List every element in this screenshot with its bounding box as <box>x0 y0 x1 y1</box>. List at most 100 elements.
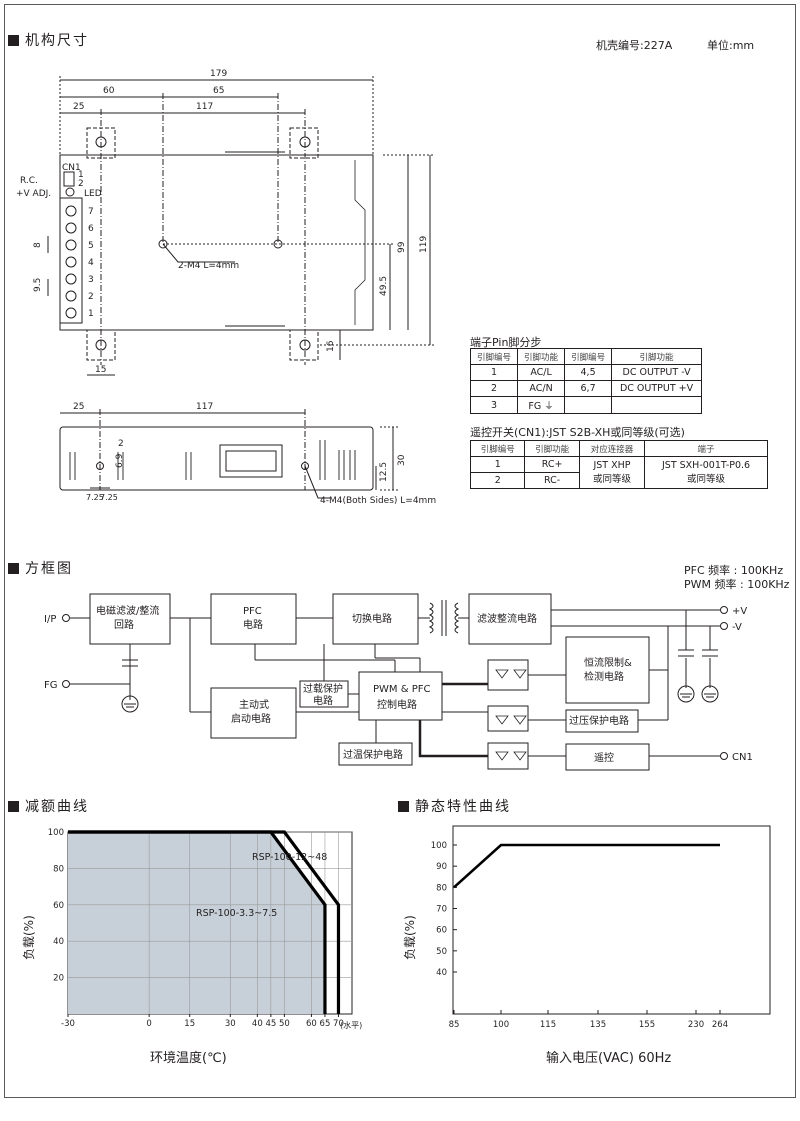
pfc-block <box>210 593 297 645</box>
derating-x-unit: (水平) <box>340 1020 362 1030</box>
rc-table-caption: 遥控开关(CN1):JST S2B-XH或同等级(可选) <box>470 426 685 439</box>
section-title-static: 静态特性曲线 <box>398 796 511 816</box>
section-title-text: 机构尺寸 <box>25 33 89 49</box>
pfc-frequency: PFC 频率 : 100KHz <box>684 564 784 577</box>
table-cell-connector: JST XHP 或同等级 <box>578 456 646 489</box>
fg-label: FG <box>44 680 58 691</box>
table-row: 3 FG ⏚ <box>469 396 702 414</box>
table-cell <box>611 396 702 414</box>
plot-frame <box>452 825 771 1015</box>
side-dim-6-9: 6.9 <box>115 453 125 468</box>
table-cell: AC/L <box>517 364 566 381</box>
ocp-label-2: 电路 <box>313 694 333 707</box>
square-bullet-icon <box>8 35 19 46</box>
cn1-label: CN1 <box>62 163 81 173</box>
ip-label: I/P <box>44 614 56 625</box>
page-frame <box>4 4 796 1098</box>
emi-filter-block <box>89 593 171 645</box>
x-tick-label: 65 <box>320 1019 331 1029</box>
led-label: LED <box>84 189 102 199</box>
table-row: 1 AC/L 4,5 DC OUTPUT -V <box>469 364 702 381</box>
section-title-text: 方框图 <box>25 561 73 577</box>
y-tick-label: 60 <box>436 926 447 936</box>
table-header: 引脚编号 <box>469 348 519 365</box>
table-cell: DC OUTPUT +V <box>611 380 702 397</box>
table-cell: 2 <box>469 380 519 397</box>
y-tick-label: 40 <box>436 968 447 978</box>
table-cell: 1 <box>469 364 519 381</box>
y-tick-label: 100 <box>431 841 447 851</box>
series-line-rsp-3-3-7-5 <box>68 830 327 1014</box>
x-tick-label: 85 <box>449 1020 460 1030</box>
case-outline <box>59 154 374 331</box>
dim-49-5: 49.5 <box>379 276 389 296</box>
side-dim-12-5: 12.5 <box>379 462 389 482</box>
connector-alt: 或同等级 <box>592 474 631 485</box>
emi-label-1: 电磁滤波/整流 <box>96 604 159 617</box>
startup-label-1: 主动式 <box>239 698 269 711</box>
terminal-3: 3 <box>88 275 94 285</box>
section-title-text: 静态特性曲线 <box>415 799 511 815</box>
x-tick-label: 70 <box>333 1019 344 1029</box>
block-diagram: I/P FG 电磁滤波/整流 回路 PFC 电路 切换电路 滤波整流电路 过载保… <box>44 593 753 771</box>
cn1-pin1: 1 <box>78 170 84 180</box>
vadj-label: +V ADJ. <box>16 189 51 199</box>
rectifier-label: 滤波整流电路 <box>477 612 537 625</box>
dim-16: 16 <box>326 340 336 352</box>
switch-label: 切换电路 <box>352 612 392 625</box>
pfc-label-1: PFC <box>243 606 262 617</box>
x-tick-label: 60 <box>306 1019 317 1029</box>
table-cell: 3 <box>469 396 519 414</box>
table-cell: DC OUTPUT -V <box>611 364 702 381</box>
pfc-label-2: 电路 <box>243 618 263 631</box>
otp-label: 过温保护电路 <box>343 748 403 761</box>
x-tick-label: 115 <box>540 1020 556 1030</box>
ocp-label-1: 过载保护 <box>303 682 343 695</box>
table-row: 2 AC/N 6,7 DC OUTPUT +V <box>469 380 702 397</box>
side-dim-2: 2 <box>118 439 124 449</box>
dim-117: 117 <box>196 102 213 112</box>
square-bullet-icon <box>398 801 409 812</box>
terminal-alt: 或同等级 <box>687 474 726 485</box>
terminal-name: JST SXH-001T-P0.6 <box>661 460 751 471</box>
side-view-outline <box>59 426 374 491</box>
table-header: 引脚功能 <box>517 348 566 365</box>
cc-block <box>565 636 650 704</box>
cc-label-2: 检测电路 <box>584 670 624 683</box>
startup-block <box>210 687 297 739</box>
x-tick-label: 45 <box>265 1019 276 1029</box>
table-cell: 6,7 <box>564 380 613 397</box>
terminal-1: 1 <box>88 309 94 319</box>
dim-119: 119 <box>419 236 429 253</box>
terminal-4: 4 <box>88 258 94 268</box>
y-tick-label: 100 <box>48 828 64 838</box>
y-tick-label: 80 <box>436 883 447 893</box>
section-title-block-diagram: 方框图 <box>8 558 73 578</box>
side-dim-25: 25 <box>73 402 84 412</box>
vminus-label: -V <box>732 622 742 633</box>
case-number: 机壳编号:227A <box>596 39 673 52</box>
table-header: 引脚功能 <box>524 440 580 457</box>
y-tick-label: 50 <box>436 947 447 957</box>
y-tick-label: 90 <box>436 862 447 872</box>
table-header: 引脚编号 <box>564 348 613 365</box>
ovp-label: 过压保护电路 <box>569 714 629 727</box>
derating-label-a: RSP-100-12~48 <box>252 852 327 863</box>
pin-table-caption: 端子Pin脚分步 <box>470 336 542 349</box>
x-tick-label: 50 <box>279 1019 290 1029</box>
side-dim-30: 30 <box>397 454 407 466</box>
derating-area <box>68 832 325 1014</box>
cn1-label: CN1 <box>732 752 753 763</box>
x-tick-label: 155 <box>639 1020 655 1030</box>
table-cell: RC+ <box>524 456 580 473</box>
table-header: 引脚功能 <box>611 348 702 365</box>
connector-name: JST XHP <box>593 460 631 471</box>
pwm-frequency: PWM 频率 : 100KHz <box>684 578 790 591</box>
table-cell: 4,5 <box>564 364 613 381</box>
table-header: 引脚编号 <box>469 440 526 457</box>
table-row: 2 RC- <box>469 472 768 489</box>
side-dim-117: 117 <box>196 402 213 412</box>
remote-label: 遥控 <box>594 751 614 764</box>
